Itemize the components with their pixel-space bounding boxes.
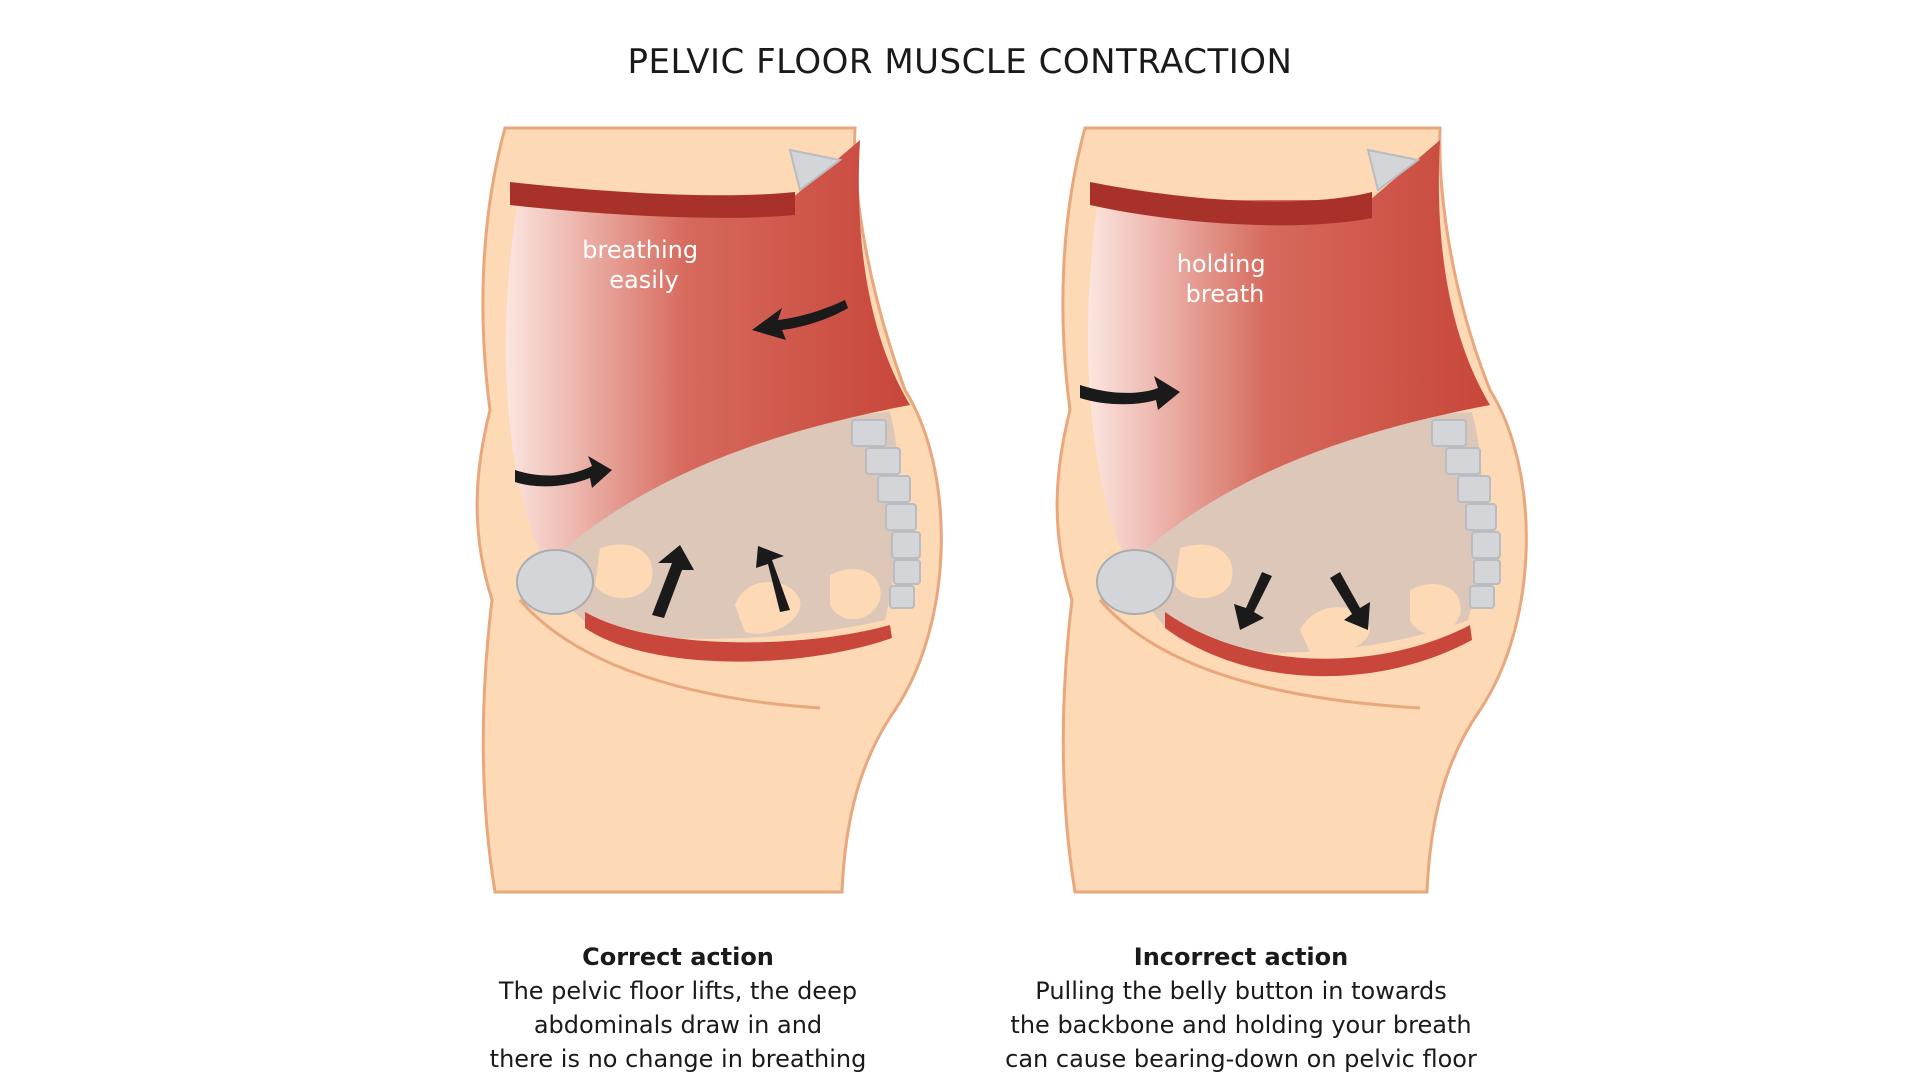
caption-correct-action: Correct action The pelvic floor lifts, t… xyxy=(418,940,938,1076)
abdominal-muscle xyxy=(505,140,910,565)
caption-line: the backbone and holding your breath xyxy=(1010,1011,1472,1039)
diagram-label: breathing easily xyxy=(582,236,705,294)
caption-incorrect-action: Incorrect action Pulling the belly butto… xyxy=(981,940,1501,1076)
spine xyxy=(851,419,921,609)
curved-arrow-icon xyxy=(752,300,848,340)
diagram-label-line: breath xyxy=(1186,280,1265,308)
arrow-down-icon xyxy=(1330,572,1370,630)
abdominal-muscle xyxy=(1088,140,1490,565)
correct-action-diagram: breathing easily xyxy=(475,126,943,894)
belly-fold-line xyxy=(518,599,821,710)
organ-shape xyxy=(1175,544,1233,599)
curved-arrow-icon xyxy=(1080,376,1180,410)
pelvic-floor-muscle xyxy=(585,612,892,662)
caption-line: can cause bearing-down on pelvic floor xyxy=(1005,1045,1477,1073)
pubic-bone xyxy=(516,549,594,615)
arrow-up-icon xyxy=(652,545,694,618)
pelvic-floor-muscle xyxy=(1165,612,1472,677)
caption-title: Correct action xyxy=(582,943,774,971)
caption-line: abdominals draw in and xyxy=(533,1011,823,1039)
diagram-label-line: holding xyxy=(1177,250,1266,278)
belly-fold-line xyxy=(1098,599,1421,710)
arrows-down xyxy=(1080,376,1370,630)
rib-bone xyxy=(1366,148,1421,192)
arrow-up-icon xyxy=(756,546,790,612)
caption-line: there is no change in breathing xyxy=(489,1045,867,1073)
diaphragm-band xyxy=(510,182,795,218)
diagram-label: holding breath xyxy=(1177,250,1274,308)
organ-shape xyxy=(830,569,881,620)
spine xyxy=(1431,419,1501,609)
organ-shape xyxy=(1410,584,1461,635)
caption-line: Pulling the belly button in towards xyxy=(1035,977,1447,1005)
diaphragm-band xyxy=(1090,182,1372,226)
curved-arrow-icon xyxy=(515,456,612,488)
diagram-label-line: breathing xyxy=(582,236,698,264)
caption-title: Incorrect action xyxy=(1133,943,1349,971)
rib-bone xyxy=(788,148,843,192)
arrow-down-icon xyxy=(1234,572,1272,630)
incorrect-action-diagram: holding breath xyxy=(1055,126,1528,894)
page-title: PELVIC FLOOR MUSCLE CONTRACTION xyxy=(627,42,1293,82)
arrows-up xyxy=(515,300,848,618)
organ-shape xyxy=(595,544,653,599)
diagram-label-line: easily xyxy=(609,266,679,294)
caption-line: The pelvic floor lifts, the deep xyxy=(498,977,858,1005)
pubic-bone xyxy=(1096,549,1174,615)
